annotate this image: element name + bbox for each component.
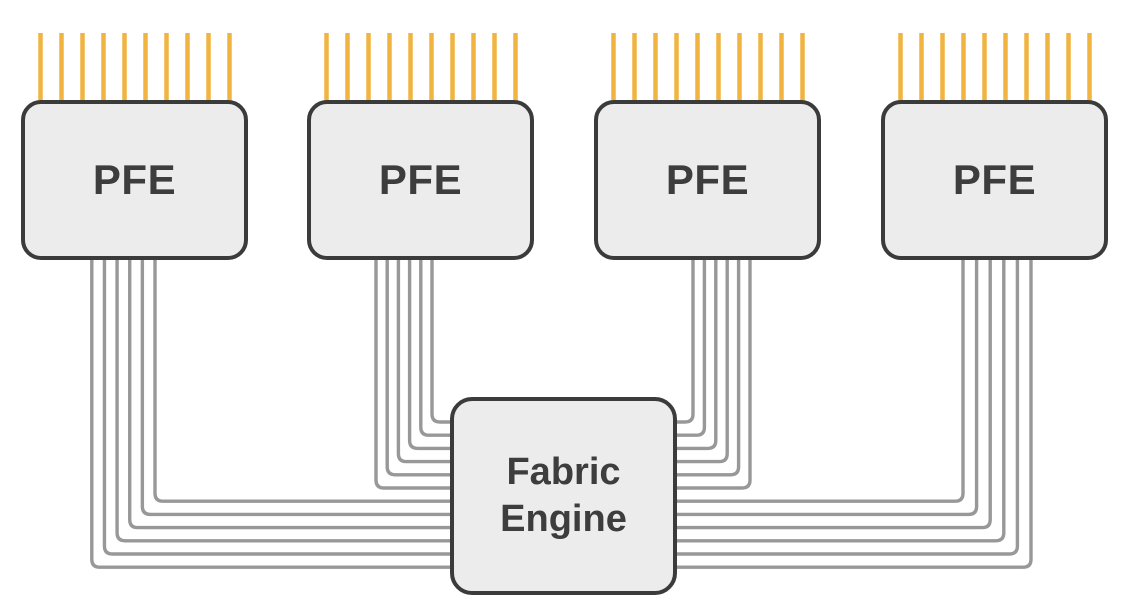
fabric-link	[419, 257, 462, 437]
pfe-node-1-label: PFE	[92, 156, 177, 203]
fabric-link	[665, 257, 1033, 569]
fabric-link	[665, 257, 718, 451]
pfe-node-2: PFE	[307, 100, 534, 260]
fabric-engine-node: Fabric Engine	[450, 397, 677, 595]
fabric-link	[665, 257, 1006, 543]
fabric-link	[385, 257, 462, 477]
fabric-link	[665, 257, 741, 477]
fabric-link	[115, 257, 462, 543]
fabric-engine-label: Fabric Engine	[500, 450, 627, 541]
fabric-link	[102, 257, 462, 556]
pfe-node-2-label: PFE	[378, 156, 463, 203]
fabric-link	[128, 257, 462, 530]
fabric-link	[374, 257, 462, 490]
fabric-link	[665, 257, 752, 490]
fabric-link	[665, 257, 965, 503]
pfe-node-3: PFE	[594, 100, 821, 260]
pfe-node-1: PFE	[21, 100, 248, 260]
fabric-link	[153, 257, 462, 503]
fabric-link	[396, 257, 462, 464]
fabric-link	[407, 257, 462, 451]
fabric-link	[140, 257, 462, 517]
fabric-link	[665, 257, 707, 437]
fabric-link	[665, 257, 729, 464]
fabric-link	[430, 257, 462, 424]
pfe-node-4-label: PFE	[952, 156, 1037, 203]
pfe-node-3-label: PFE	[665, 156, 750, 203]
fabric-link	[665, 257, 695, 424]
pfe-node-4: PFE	[881, 100, 1108, 260]
fabric-link	[665, 257, 979, 517]
fabric-link	[90, 257, 462, 569]
fabric-link	[665, 257, 1020, 556]
fabric-link	[665, 257, 992, 530]
